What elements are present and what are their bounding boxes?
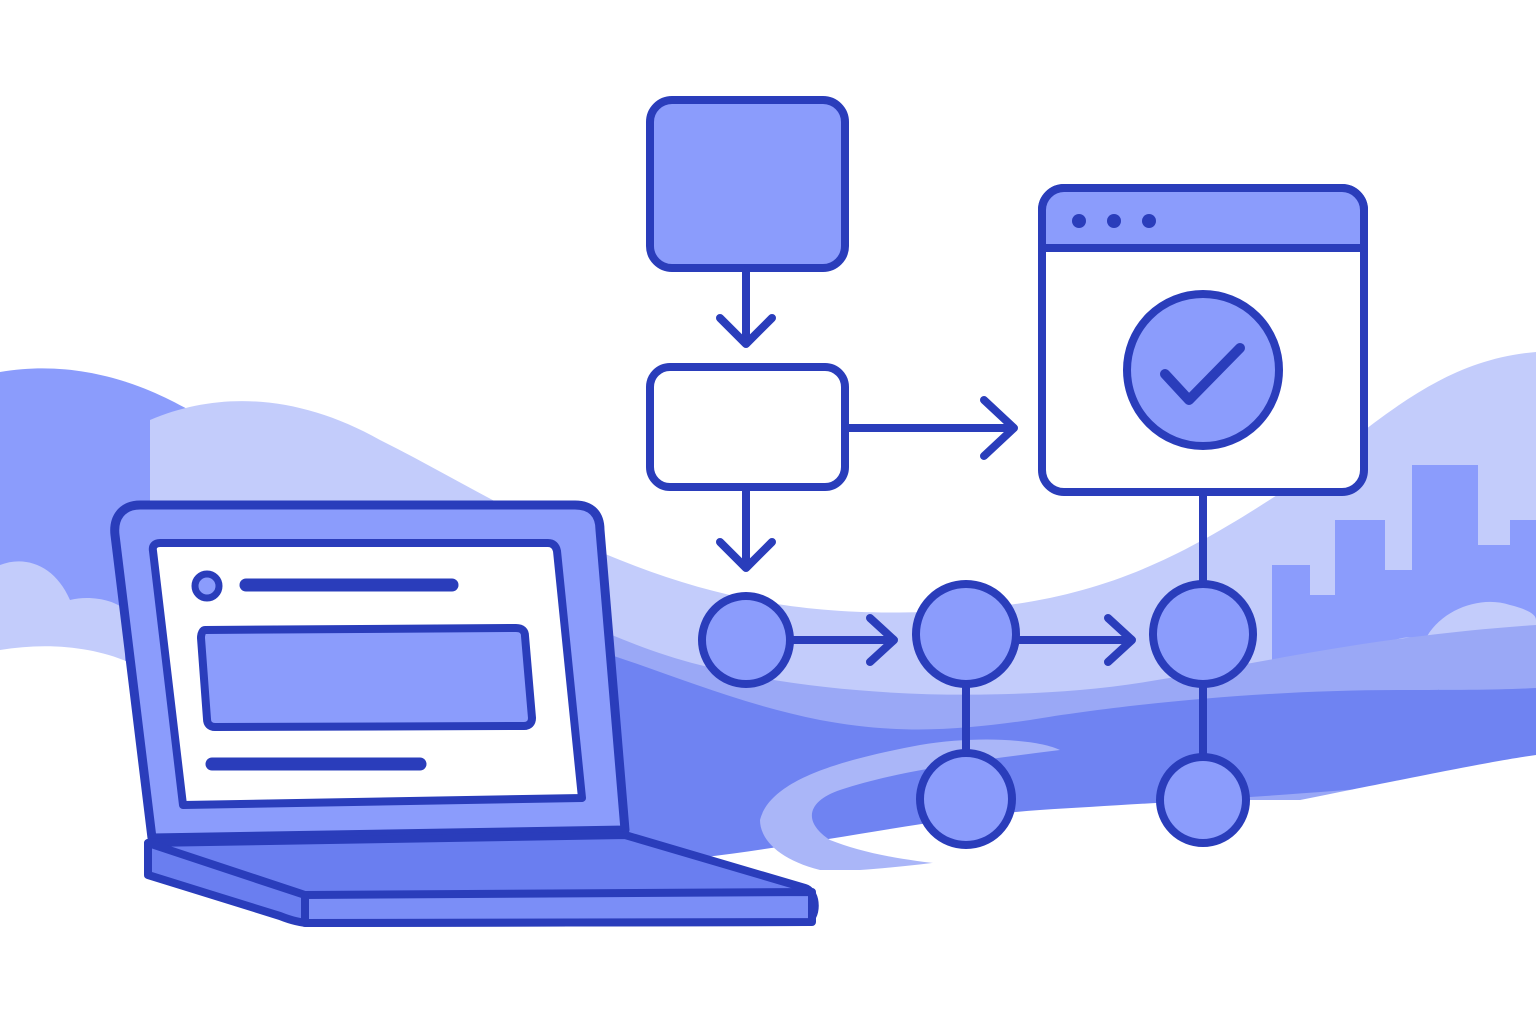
flow-diagram — [646, 96, 1257, 849]
laptop-base-front — [301, 888, 816, 927]
arrow-down-icon — [716, 538, 776, 572]
browser-dot — [1072, 214, 1086, 228]
flow-box-start — [646, 96, 849, 272]
screen-content-block — [197, 624, 536, 731]
arrow-right-icon — [980, 396, 1018, 460]
laptop-base-hinge — [144, 839, 309, 899]
arrow-right-icon — [1104, 614, 1136, 666]
flow-node-circle — [916, 749, 1016, 849]
laptop-icon — [110, 500, 819, 927]
check-circle-icon — [1123, 290, 1283, 450]
browser-title-bar — [1038, 184, 1368, 252]
avatar-circle — [191, 570, 223, 602]
river — [760, 739, 1080, 870]
flow-node-circle — [1156, 753, 1250, 847]
flow-node-circle — [698, 592, 794, 688]
arrow-right-icon — [866, 614, 898, 666]
flow-box-process — [646, 363, 849, 491]
browser-window-icon — [1038, 184, 1368, 496]
browser-dot — [1142, 214, 1156, 228]
check-mark-icon — [1160, 343, 1245, 405]
flow-node-circle — [912, 580, 1020, 688]
browser-dot — [1107, 214, 1121, 228]
arrow-down-icon — [716, 314, 776, 348]
flow-node-circle — [1149, 580, 1257, 688]
